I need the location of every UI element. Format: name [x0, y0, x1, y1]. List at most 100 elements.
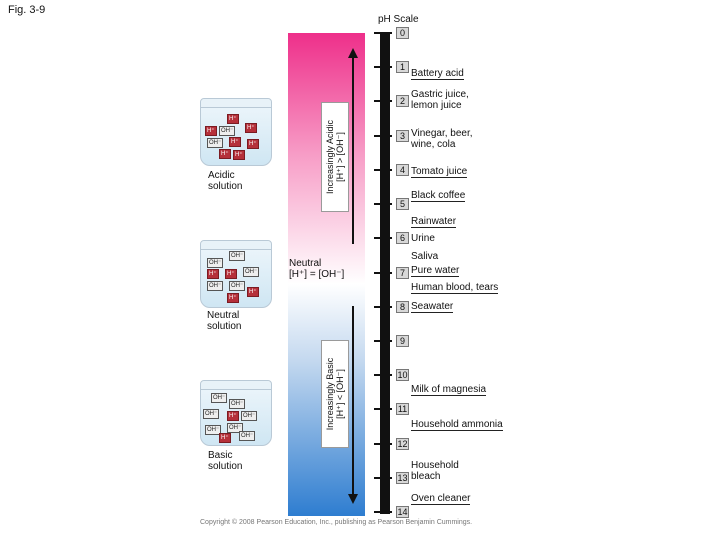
ion-oh: OH⁻: [207, 281, 224, 291]
example-oven-cleaner: Oven cleaner: [411, 493, 471, 505]
example-gastric-line2: lemon juice: [411, 100, 462, 111]
ion-h: H⁺: [227, 114, 239, 124]
scale-number: 2: [396, 95, 409, 107]
beaker-lip: [201, 99, 271, 108]
ion-oh: OH⁻: [227, 423, 244, 433]
ion-oh: OH⁻: [229, 251, 246, 261]
scale-number: 13: [396, 472, 409, 484]
ion-oh: OH⁻: [207, 138, 224, 148]
figure-label: Fig. 3-9: [8, 4, 46, 16]
scale-tick: [374, 477, 392, 479]
acidic-solution-label: Acidic solution: [208, 170, 242, 192]
example-seawater: Seawater: [411, 301, 454, 313]
basic-arrow-line: [352, 306, 354, 496]
ion-oh: OH⁻: [211, 393, 228, 403]
ion-h: H⁺: [245, 123, 257, 133]
scale-tick: [374, 340, 392, 342]
scale-number: 14: [396, 506, 409, 518]
scale-tick: [374, 272, 392, 274]
example-battery-acid: Battery acid: [411, 68, 464, 80]
acidic-solution-line2: solution: [208, 181, 243, 192]
ion-h: H⁺: [225, 269, 237, 279]
example-bleach-line1: Household: [411, 460, 459, 471]
page-title: pH Scale: [378, 14, 419, 25]
basic-beaker: OH⁻ OH⁻ OH⁻ H⁺ OH⁻ OH⁻ OH⁻ H⁺ OH⁻: [200, 380, 272, 446]
scale-number: 5: [396, 198, 409, 210]
basic-label-line1: Increasingly Basic: [325, 357, 335, 431]
example-urine: Urine: [411, 233, 435, 244]
scale-number: 3: [396, 130, 409, 142]
basic-label-line2: [H⁺] < [OH⁻]: [335, 369, 345, 419]
ion-h: H⁺: [227, 411, 239, 421]
ion-h: H⁺: [205, 126, 217, 136]
acidic-arrow-line: [352, 56, 354, 244]
scale-number: 7: [396, 267, 409, 279]
scale-tick: [374, 135, 392, 137]
beaker-lip: [201, 381, 271, 390]
ion-oh: OH⁻: [229, 281, 246, 291]
scale-tick: [374, 511, 392, 513]
scale-tick: [374, 237, 392, 239]
basic-solution-line2: solution: [208, 461, 243, 472]
ion-oh: OH⁻: [219, 126, 236, 136]
scale-number: 11: [396, 403, 409, 415]
example-gastric-line1: Gastric juice,: [411, 89, 469, 100]
example-household-bleach: Household bleach: [411, 460, 459, 482]
ion-oh: OH⁻: [229, 399, 246, 409]
ion-h: H⁺: [233, 150, 245, 160]
example-black-coffee: Black coffee: [411, 190, 466, 202]
scale-tick: [374, 306, 392, 308]
ion-h: H⁺: [219, 433, 231, 443]
acidic-label-line2: [H⁺] > [OH⁻]: [335, 132, 345, 182]
ion-oh: OH⁻: [239, 431, 256, 441]
basic-label-box: Increasingly Basic [H⁺] < [OH⁻]: [321, 340, 349, 448]
basic-solution-line1: Basic: [208, 450, 233, 461]
ion-h: H⁺: [247, 139, 259, 149]
scale-number: 0: [396, 27, 409, 39]
scale-number: 12: [396, 438, 409, 450]
ion-h: H⁺: [229, 137, 241, 147]
example-saliva: Saliva: [411, 251, 439, 262]
copyright-text: Copyright © 2008 Pearson Education, Inc.…: [200, 519, 473, 526]
example-pure-water: Pure water: [411, 265, 460, 277]
basic-arrow-head-icon: [348, 494, 358, 504]
ion-oh: OH⁻: [205, 425, 222, 435]
ion-h: H⁺: [227, 293, 239, 303]
ion-h: H⁺: [207, 269, 219, 279]
scale-tick: [374, 203, 392, 205]
acidic-beaker: H⁺ H⁺ H⁺ OH⁻ OH⁻ H⁺ H⁺ H⁺ H⁺: [200, 98, 272, 166]
neutral-label-line1: Neutral: [289, 258, 322, 269]
beaker-lip: [201, 241, 271, 250]
ion-oh: OH⁻: [241, 411, 258, 421]
acidic-label-box: Increasingly Acidic [H⁺] > [OH⁻]: [321, 102, 349, 212]
neutral-solution-line1: Neutral: [207, 310, 240, 321]
neutral-solution-label: Neutral solution: [207, 310, 241, 332]
ion-oh: OH⁻: [207, 258, 224, 268]
scale-tick: [374, 408, 392, 410]
acidic-solution-line1: Acidic: [208, 170, 235, 181]
example-household-ammonia: Household ammonia: [411, 419, 503, 431]
scale-tick: [374, 32, 392, 34]
neutral-beaker: OH⁻ OH⁻ H⁺ H⁺ OH⁻ OH⁻ OH⁻ H⁺ H⁺: [200, 240, 272, 308]
example-bleach-line2: bleach: [411, 471, 441, 482]
basic-solution-label: Basic solution: [208, 450, 242, 472]
scale-number: 1: [396, 61, 409, 73]
scale-tick: [374, 66, 392, 68]
ion-h: H⁺: [247, 287, 259, 297]
acidic-arrow-head-icon: [348, 48, 358, 58]
example-milk-of-magnesia: Milk of magnesia: [411, 384, 487, 396]
example-vinegar: Vinegar, beer, wine, cola: [411, 128, 473, 150]
neutral-label: Neutral [H⁺] = [OH⁻]: [289, 258, 351, 280]
scale-tick: [374, 374, 392, 376]
scale-number: 8: [396, 301, 409, 313]
neutral-label-line2: [H⁺] = [OH⁻]: [289, 269, 345, 280]
ion-oh: OH⁻: [243, 267, 260, 277]
ion-h: H⁺: [219, 149, 231, 159]
scale-tick: [374, 443, 392, 445]
ion-oh: OH⁻: [203, 409, 220, 419]
example-rainwater: Rainwater: [411, 216, 457, 228]
example-vinegar-line1: Vinegar, beer,: [411, 128, 473, 139]
example-vinegar-line2: wine, cola: [411, 139, 456, 150]
example-human-blood: Human blood, tears: [411, 282, 499, 294]
example-tomato-juice: Tomato juice: [411, 166, 468, 178]
